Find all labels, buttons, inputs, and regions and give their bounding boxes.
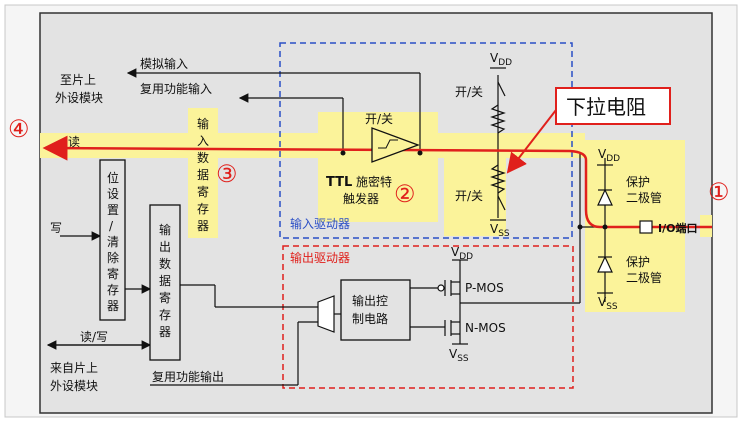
svg-text:置: 置 <box>107 203 119 217</box>
output-ctrl-line2: 制电路 <box>352 311 388 326</box>
svg-text:存: 存 <box>107 283 119 297</box>
ttl-label: TTL <box>326 175 352 190</box>
bit-set-reset-text: 位 设 置 / 清 除 寄 存 器 <box>107 170 119 313</box>
svg-text:寄: 寄 <box>159 290 171 305</box>
svg-text:器: 器 <box>107 299 119 313</box>
schmitt-label-2: 触发器 <box>343 191 379 206</box>
schmitt-trigger-icon <box>371 127 420 163</box>
protect-top-line1: 保护 <box>626 175 650 189</box>
mos-transistors <box>437 259 468 345</box>
svg-text:器: 器 <box>159 325 171 339</box>
from-peripheral-line1: 来自片上 <box>50 361 98 375</box>
svg-text:出: 出 <box>159 240 171 254</box>
svg-text:入: 入 <box>197 134 209 148</box>
svg-text:器: 器 <box>197 219 209 233</box>
read-label: 读 <box>68 135 80 149</box>
marker-2: ② <box>394 180 416 208</box>
svg-text:据: 据 <box>159 274 171 288</box>
io-pad-icon <box>639 220 653 234</box>
analog-input-label: 模拟输入 <box>140 56 188 71</box>
input-data-register-text: 输 入 数 据 寄 存 器 <box>197 116 209 233</box>
input-signal-path <box>42 135 712 229</box>
output-control-circuit <box>340 279 411 341</box>
protect-bottom-line2: 二极管 <box>626 270 662 285</box>
svg-text:输: 输 <box>197 116 209 131</box>
output-ctrl-line1: 输出控 <box>352 293 388 308</box>
write-label: 写 <box>50 221 62 235</box>
marker-4: ④ <box>8 115 30 143</box>
svg-text:寄: 寄 <box>107 266 119 281</box>
wires <box>46 68 640 386</box>
pulldown-callout-text: 下拉电阻 <box>566 95 646 119</box>
output-data-register-text: 输 出 数 据 寄 存 器 <box>159 222 171 339</box>
hysteresis-icon <box>378 139 398 149</box>
svg-text:/: / <box>109 219 114 233</box>
pulldown-callout-box <box>555 87 671 125</box>
mux-icon <box>317 295 335 333</box>
protect-bottom-line1: 保护 <box>626 255 650 269</box>
alt-func-output-label: 复用功能输出 <box>152 369 224 384</box>
schmitt-on-off-label: 开/关 <box>365 112 393 126</box>
output-driver-label: 输出驱动器 <box>290 250 350 265</box>
vdd-top-label: VDD <box>490 51 512 68</box>
pullup-on-off-label: 开/关 <box>455 85 483 99</box>
bit-set-reset-register <box>99 159 126 321</box>
alt-func-input-label: 复用功能输入 <box>140 81 212 96</box>
svg-text:清: 清 <box>107 235 119 249</box>
schmitt-label-1: 施密特 <box>356 174 392 189</box>
svg-text:数: 数 <box>197 150 209 165</box>
svg-text:寄: 寄 <box>197 184 209 199</box>
pull-resistors <box>490 67 506 221</box>
nmos-label: N-MOS <box>465 321 506 335</box>
io-port-label: I/O端口 <box>658 221 697 235</box>
read-write-label: 读/写 <box>80 330 108 344</box>
output-driver-box <box>282 245 574 389</box>
vss-pulldown-label: VSS <box>490 222 510 239</box>
to-peripheral-line1: 至片上 <box>60 73 96 87</box>
protection-diodes <box>597 164 613 294</box>
vdd-pmos-label: VDD <box>451 245 473 262</box>
input-driver-box <box>279 42 573 239</box>
svg-text:存: 存 <box>159 308 171 322</box>
svg-text:输: 输 <box>159 222 171 237</box>
svg-text:存: 存 <box>197 202 209 216</box>
svg-text:设: 设 <box>107 187 119 201</box>
vss-diode-label: VSS <box>598 295 618 312</box>
svg-text:除: 除 <box>107 250 119 265</box>
vss-nmos-label: VSS <box>449 347 469 364</box>
to-peripheral-line2: 外设模块 <box>55 91 103 105</box>
svg-text:据: 据 <box>197 168 209 182</box>
output-data-register <box>149 204 181 361</box>
protect-top-line2: 二极管 <box>626 190 662 205</box>
marker-3: ③ <box>216 160 238 188</box>
pulldown-on-off-label: 开/关 <box>455 189 483 203</box>
svg-text:数: 数 <box>159 256 171 271</box>
input-driver-label: 输入驱动器 <box>290 216 350 231</box>
from-peripheral-line2: 外设模块 <box>50 379 98 393</box>
pmos-label: P-MOS <box>465 281 504 295</box>
marker-1: ① <box>708 178 730 206</box>
vdd-diode-label: VDD <box>598 147 620 164</box>
pulldown-callout-arrow <box>506 109 557 174</box>
highlight-regions <box>40 108 712 312</box>
svg-text:位: 位 <box>107 170 119 185</box>
